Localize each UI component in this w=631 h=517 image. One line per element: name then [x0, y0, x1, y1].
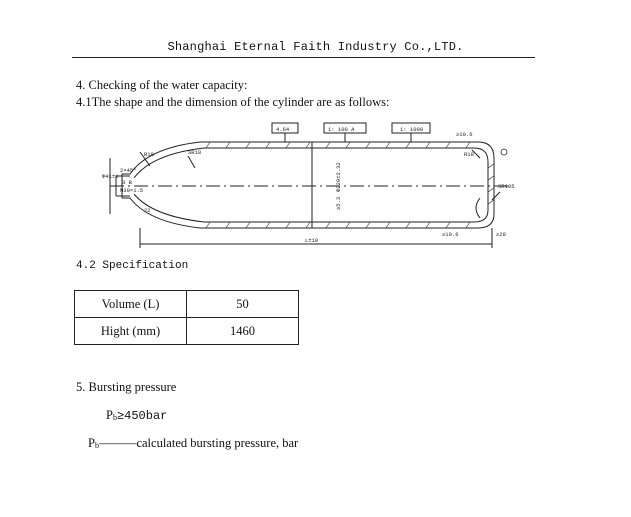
spec-table: Volume (L) 50 Hight (mm) 1460 — [74, 290, 299, 345]
spec-value-volume: 50 — [186, 290, 299, 318]
label-length: L±10 — [305, 237, 318, 244]
label-r18-left: R18 — [144, 151, 154, 158]
section-4-2-title: 4.2 Specification — [76, 260, 189, 272]
table-row: Volume (L) 50 — [74, 290, 299, 318]
section-5-title: 5. Bursting pressure — [76, 380, 177, 394]
label-thread: Φ41±1 — [102, 173, 119, 180]
pb-def-symbol: P — [88, 436, 95, 450]
cylinder-inner — [133, 147, 489, 223]
cylinder-drawing: 4.64 1: 100 A 1: 1000 ≥10.6 R18 R18 SR18… — [102, 122, 515, 248]
company-header: Shanghai Eternal Faith Industry Co.,LTD. — [167, 40, 464, 54]
label-thick-bottom: ≥10.6 — [442, 231, 459, 238]
label-straight: 1: 1000 — [400, 126, 423, 133]
header-rule — [72, 57, 535, 58]
cylinder-outer — [121, 141, 495, 229]
label-r18-right: R18 — [464, 151, 474, 158]
spec-label-height: Hight (mm) — [74, 317, 187, 345]
section-4-title: 4. Checking of the water capacity: — [76, 78, 248, 92]
label-thick-top: ≥10.6 — [456, 131, 473, 138]
label-base: ≥28 — [496, 231, 506, 238]
pb-def-subscript: b — [94, 441, 99, 450]
label-diameter: Φ229±2.32 — [335, 162, 342, 192]
label-sr18-mid: SR18 — [188, 149, 201, 156]
label-width22: 22 — [144, 207, 151, 214]
label-sr105: SR105 — [498, 183, 515, 190]
pb-value: ≥450bar — [116, 409, 168, 423]
label-perp: 1: 100 A — [328, 126, 355, 133]
label-roundness: 4.64 — [276, 126, 290, 133]
section-4-1-title: 4.1The shape and the dimension of the cy… — [76, 95, 390, 109]
neck — [115, 175, 130, 197]
label-angle: 2×45° — [120, 167, 137, 174]
label-wall: ≥5.3 — [335, 197, 342, 210]
table-row: Hight (mm) 1460 — [74, 317, 299, 345]
bursting-pressure-formula: Pb≥450bar — [106, 408, 167, 423]
label-neck2: M30×1.5 — [120, 187, 143, 194]
pb-symbol: P — [106, 408, 113, 422]
spec-label-volume: Volume (L) — [74, 290, 187, 318]
pb-subscript: b — [112, 413, 117, 422]
bursting-pressure-definition: Pb———calculated bursting pressure, bar — [88, 436, 298, 451]
pb-def-text: ———calculated bursting pressure, bar — [98, 436, 299, 450]
label-neck: 3 B — [122, 179, 133, 186]
spec-value-height: 1460 — [186, 317, 299, 345]
